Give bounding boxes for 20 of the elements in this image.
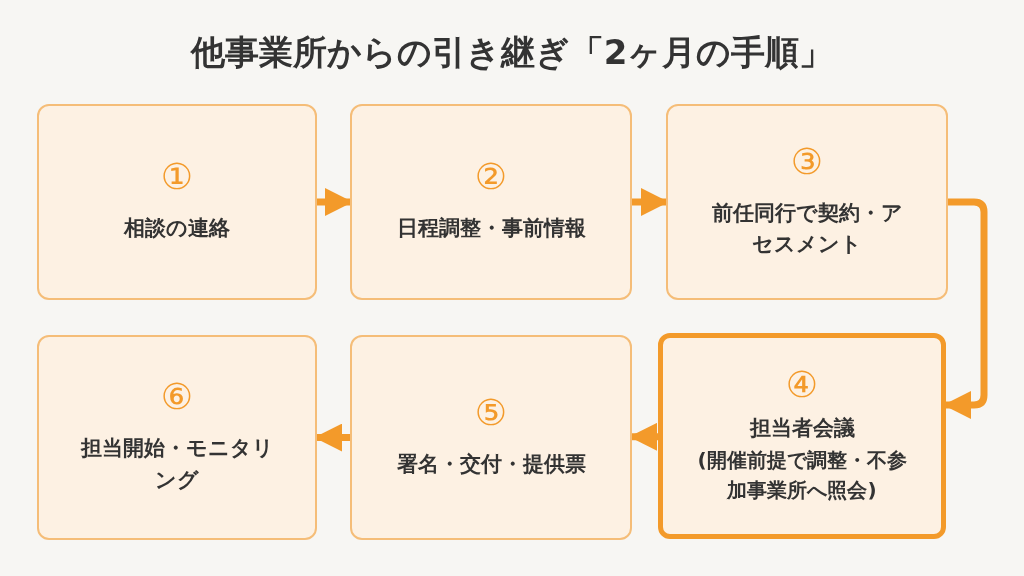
step-number: ① (160, 159, 194, 196)
step-box (37, 104, 317, 300)
step-number: ② (474, 159, 508, 196)
step-number: ⑤ (474, 394, 508, 431)
step-number: ④ (785, 367, 819, 404)
step-number: ⑥ (160, 379, 194, 415)
step-label: 日程調整・事前情報 (395, 215, 587, 243)
step-box (666, 104, 948, 300)
step-box (350, 335, 632, 540)
step-label: 前任同行で契約・アセスメント (710, 199, 904, 258)
step-label: 署名・交付・提供票 (395, 450, 587, 478)
step-note: (開催前提で調整・不参加事業所へ照会) (696, 446, 908, 504)
step-box (350, 104, 632, 300)
step-label: 相談の連絡 (122, 215, 231, 243)
step-box (37, 335, 317, 540)
title: 他事業所からの引き継ぎ「2ヶ月の手順」 (189, 31, 835, 74)
step-box (658, 333, 946, 539)
step-number: ③ (790, 143, 824, 180)
step-label: 担当者会議 (748, 415, 856, 443)
step-label: 担当開始・モニタリング (79, 435, 275, 494)
